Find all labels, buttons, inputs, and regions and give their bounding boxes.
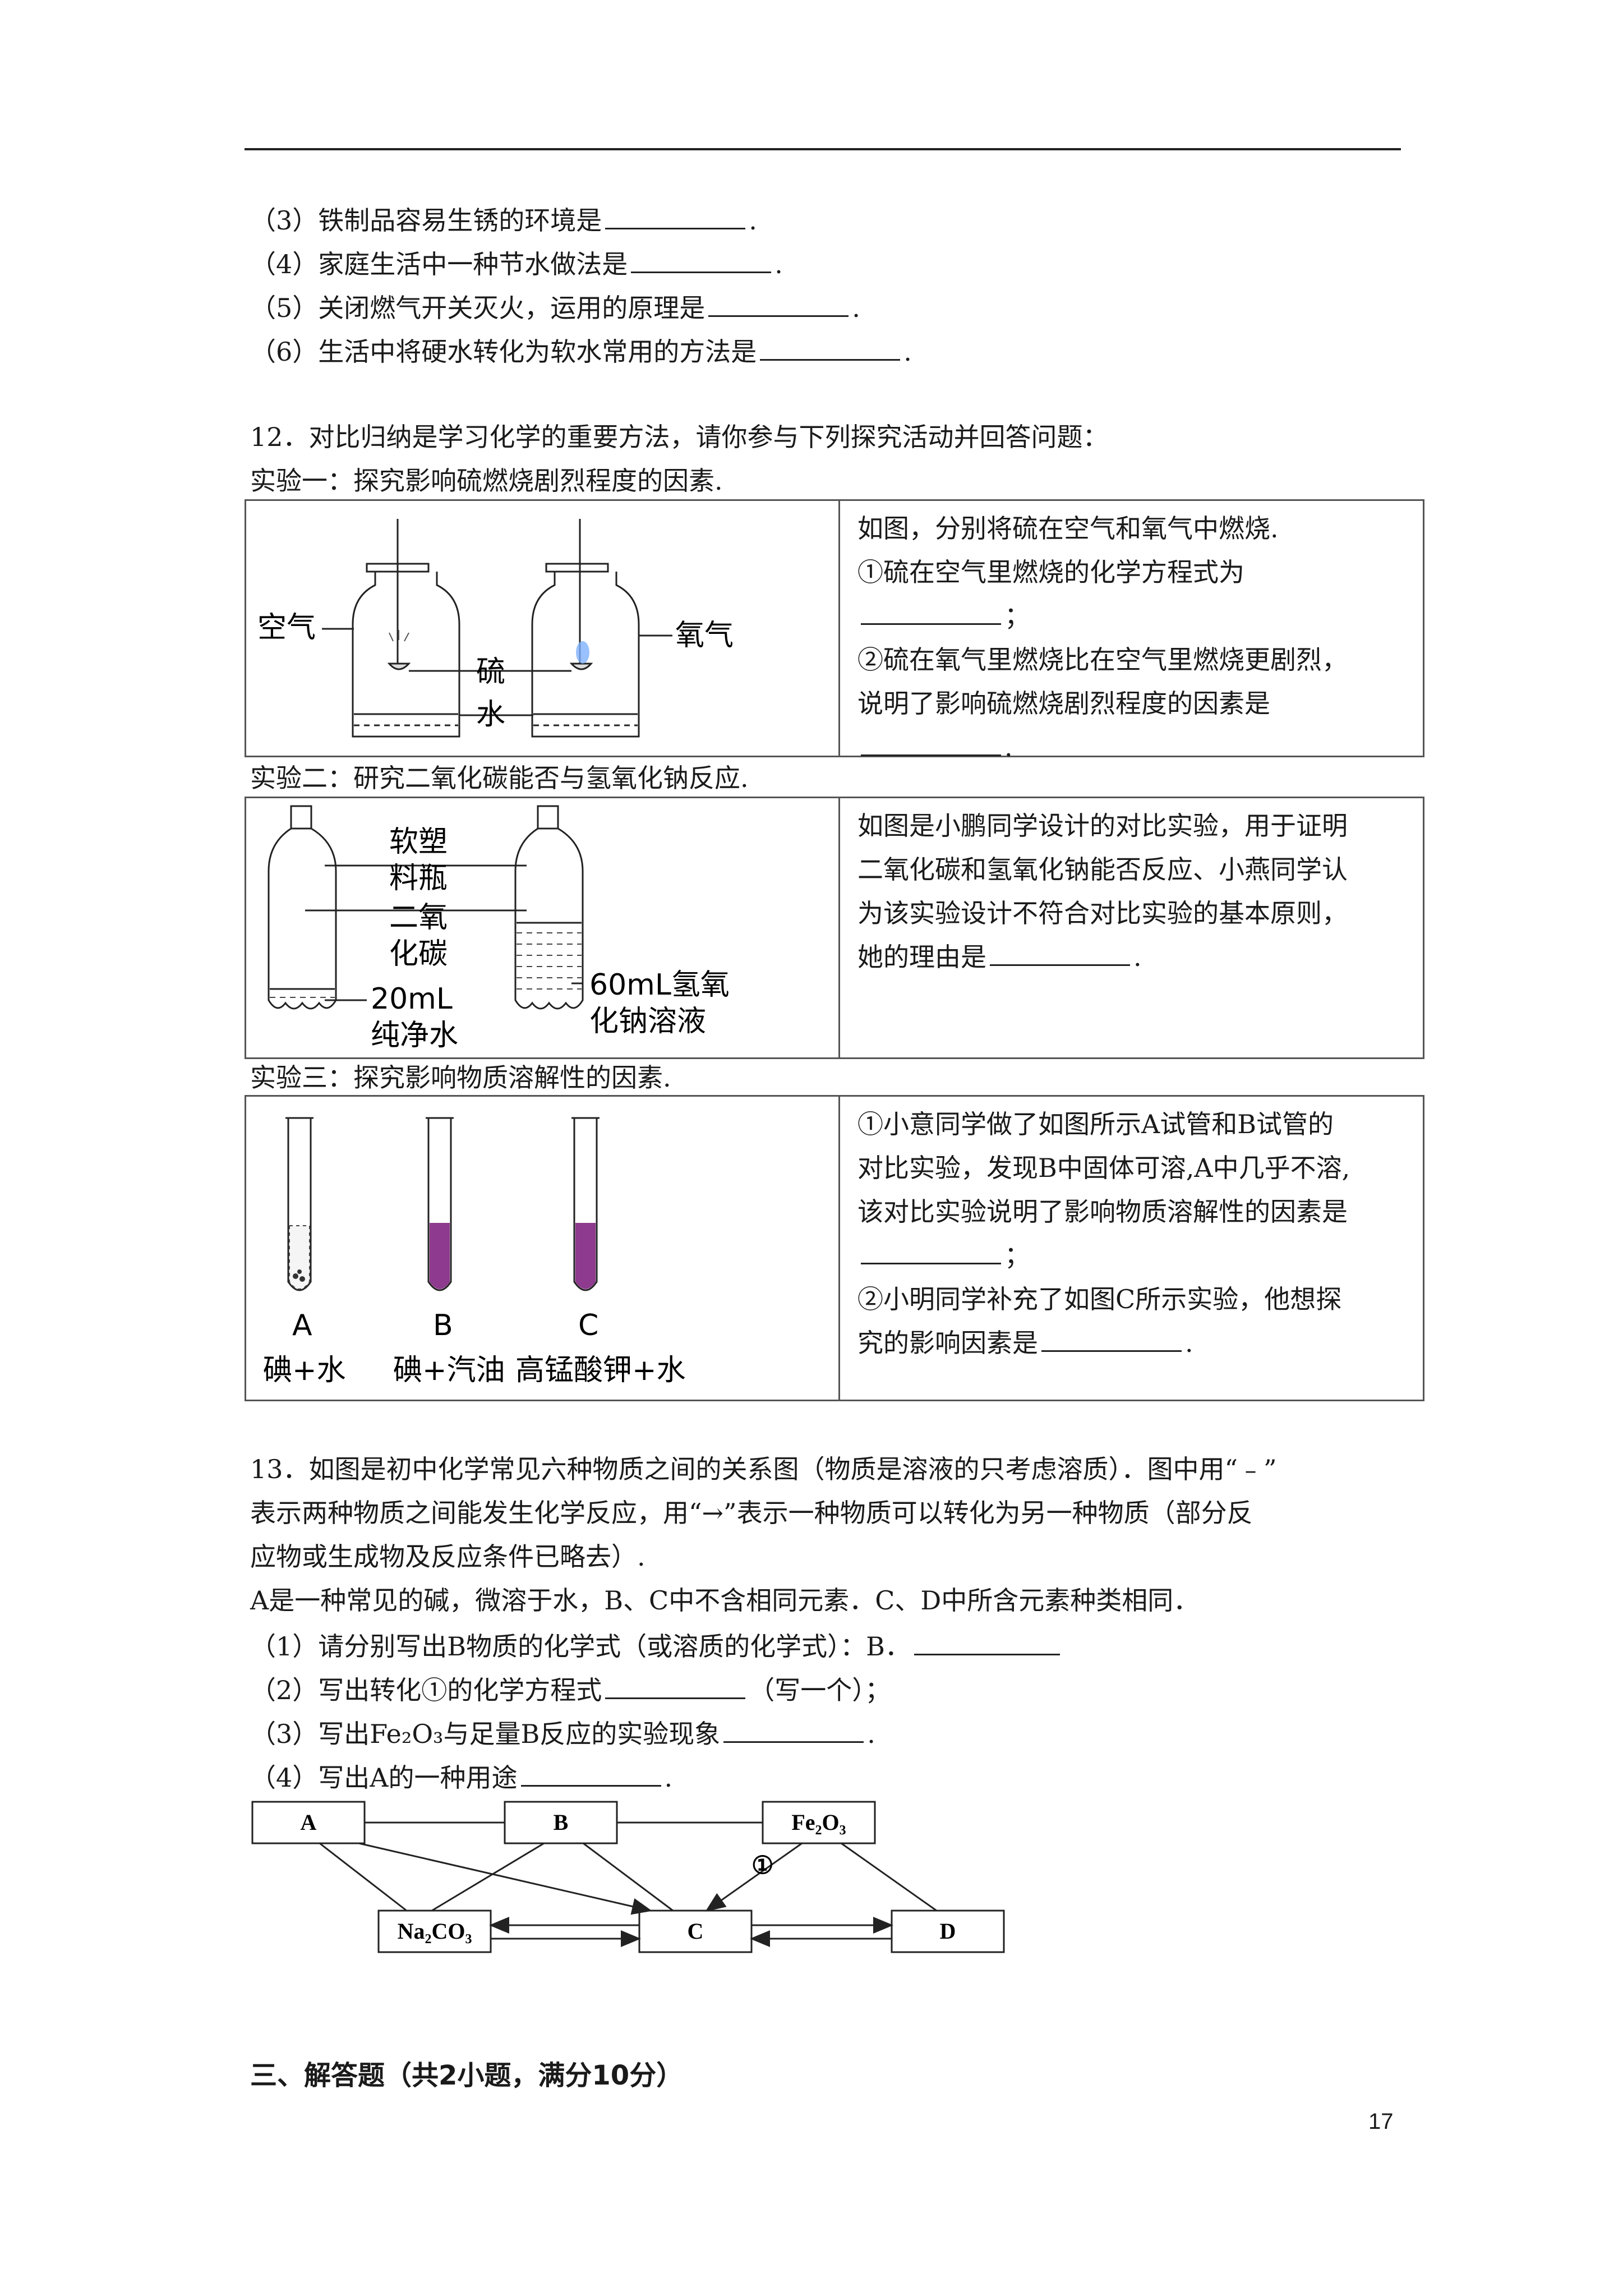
label-sulfur: 硫	[476, 655, 505, 689]
exp3-figure: A B C 碘+水 碘+汽油 高锰酸钾+水	[263, 1117, 686, 1387]
answer-blank[interactable]	[520, 1758, 661, 1787]
label-oxygen: 氧气	[675, 619, 734, 652]
q11-item-4: （4）家庭生活中一种节水做法是.	[250, 245, 783, 282]
q13-sub-4: （4）写出A的一种用途.	[250, 1758, 672, 1795]
node-b-label: B	[554, 1810, 569, 1835]
table-divider	[838, 798, 840, 1057]
label-tube-a: A	[292, 1309, 312, 1342]
label-naoh-solution: 化钠溶液	[589, 1005, 706, 1038]
exp1-table: 空气 氧气 硫 水 如图，分别将硫在空气和氧气中燃烧. ①硫在空气里燃烧的化学方…	[245, 499, 1424, 762]
node-d-label: D	[940, 1918, 956, 1944]
q12-stem: 12．对比归纳是学习化学的重要方法，请你参与下列探究活动并回答问题：	[250, 422, 1109, 452]
label-soft-bottle-2: 料瓶	[389, 862, 448, 895]
label-tube-c: C	[578, 1309, 598, 1342]
exp2-title: 实验二：研究二氧化碳能否与氢氧化钠反应.	[250, 763, 749, 793]
answer-blank[interactable]	[708, 288, 849, 317]
answer-blank[interactable]	[760, 332, 901, 361]
exp2-figure: 软塑 料瓶 二氧 化碳 20mL 纯净水 60mL氢氧 化钠溶液	[268, 805, 730, 1052]
q11-item-3: （3）铁制品容易生锈的环境是.	[250, 201, 757, 238]
section-3-title: 三、解答题（共2小题，满分10分）	[250, 2060, 684, 2091]
header-rule	[245, 148, 1401, 150]
label-air: 空气	[257, 611, 316, 645]
answer-blank[interactable]	[605, 201, 746, 229]
table-divider	[838, 501, 840, 756]
answer-blank[interactable]	[861, 728, 1001, 756]
node-c-label: C	[688, 1918, 704, 1944]
relation-diagram: A B Fe₂O₃ Na₂CO₃ C D ①	[251, 1801, 1005, 1953]
label-soft-bottle: 软塑	[389, 825, 448, 859]
answer-blank[interactable]	[861, 1236, 1001, 1264]
node-fe2o3-label: Fe₂O₃	[791, 1810, 846, 1835]
exp2-text: 如图是小鹏同学设计的对比实验，用于证明 二氧化碳和氢氧化钠能否反应、小燕同学认 …	[857, 811, 1348, 972]
exp3-title: 实验三：探究影响物质溶解性的因素.	[250, 1062, 671, 1093]
q13-sub-2: （2）写出转化①的化学方程式（写一个）；	[250, 1671, 891, 1708]
node-fe2o3	[762, 1801, 876, 1844]
exp1-title: 实验一：探究影响硫燃烧剧烈程度的因素.	[250, 466, 723, 496]
label-water-volume: 20mL	[371, 982, 453, 1016]
answer-blank[interactable]	[914, 1627, 1060, 1655]
label-iodine-gasoline: 碘+汽油	[393, 1354, 505, 1387]
node-na2co3	[377, 1910, 492, 1953]
label-iodine-water: 碘+水	[263, 1354, 346, 1387]
answer-blank[interactable]	[1041, 1323, 1182, 1352]
page-number: 17	[1368, 2109, 1394, 2134]
label-water: 水	[476, 698, 505, 731]
q13-sub-1: （1）请分别写出B物质的化学式（或溶质的化学式）：B．	[250, 1627, 1063, 1664]
exp2-table: 软塑 料瓶 二氧 化碳 20mL 纯净水 60mL氢氧 化钠溶液 如图是小鹏同学…	[245, 797, 1424, 1059]
label-naoh-volume: 60mL氢氧	[589, 968, 730, 1002]
q13-line-1: 13．如图是初中化学常见六种物质之间的关系图（物质是溶液的只考虑溶质）．图中用“…	[250, 1454, 1277, 1484]
answer-blank[interactable]	[723, 1714, 864, 1743]
label-co2: 二氧	[389, 901, 448, 935]
label-pure-water: 纯净水	[371, 1019, 458, 1052]
q13-line-4: A是一种常见的碱，微溶于水，B、C中不含相同元素．C、D中所含元素种类相同．	[250, 1585, 1200, 1616]
q13-sub-3: （3）写出Fe₂O₃与足量B反应的实验现象.	[250, 1714, 875, 1751]
node-a-label: A	[301, 1810, 317, 1835]
answer-blank[interactable]	[631, 245, 772, 273]
q13-line-3: 应物或生成物及反应条件已略去）.	[250, 1542, 645, 1572]
exp1-figure: 空气 氧气 硫 水	[257, 519, 734, 738]
exp1-text: 如图，分别将硫在空气和氧气中燃烧. ①硫在空气里燃烧的化学方程式为 ； ②硫在氧…	[857, 513, 1348, 762]
answer-blank[interactable]	[861, 596, 1001, 625]
q11-item-5: （5）关闭燃气开关灭火，运用的原理是.	[250, 288, 860, 325]
node-d	[891, 1910, 1005, 1953]
exp3-table: A B C 碘+水 碘+汽油 高锰酸钾+水 ①小意同学做了如图所示A试管和B试管…	[245, 1095, 1424, 1401]
node-a	[251, 1801, 366, 1844]
transform-1-mark: ①	[751, 1852, 773, 1879]
exp3-text: ①小意同学做了如图所示A试管和B试管的 对比实验，发现B中固体可溶,A中几乎不溶…	[857, 1109, 1350, 1358]
flame-icon	[576, 641, 589, 664]
label-kmno4-water: 高锰酸钾+水	[515, 1354, 686, 1387]
q11-item-6: （6）生活中将硬水转化为软水常用的方法是.	[250, 332, 912, 369]
answer-blank[interactable]	[605, 1671, 746, 1699]
q13-line-2: 表示两种物质之间能发生化学反应，用“→”表示一种物质可以转化为另一种物质（部分反	[250, 1498, 1253, 1528]
answer-blank[interactable]	[990, 937, 1130, 966]
table-divider	[838, 1097, 840, 1400]
label-co2-2: 化碳	[389, 937, 448, 971]
node-na2co3-label: Na₂CO₃	[398, 1918, 472, 1944]
label-tube-b: B	[433, 1309, 453, 1342]
